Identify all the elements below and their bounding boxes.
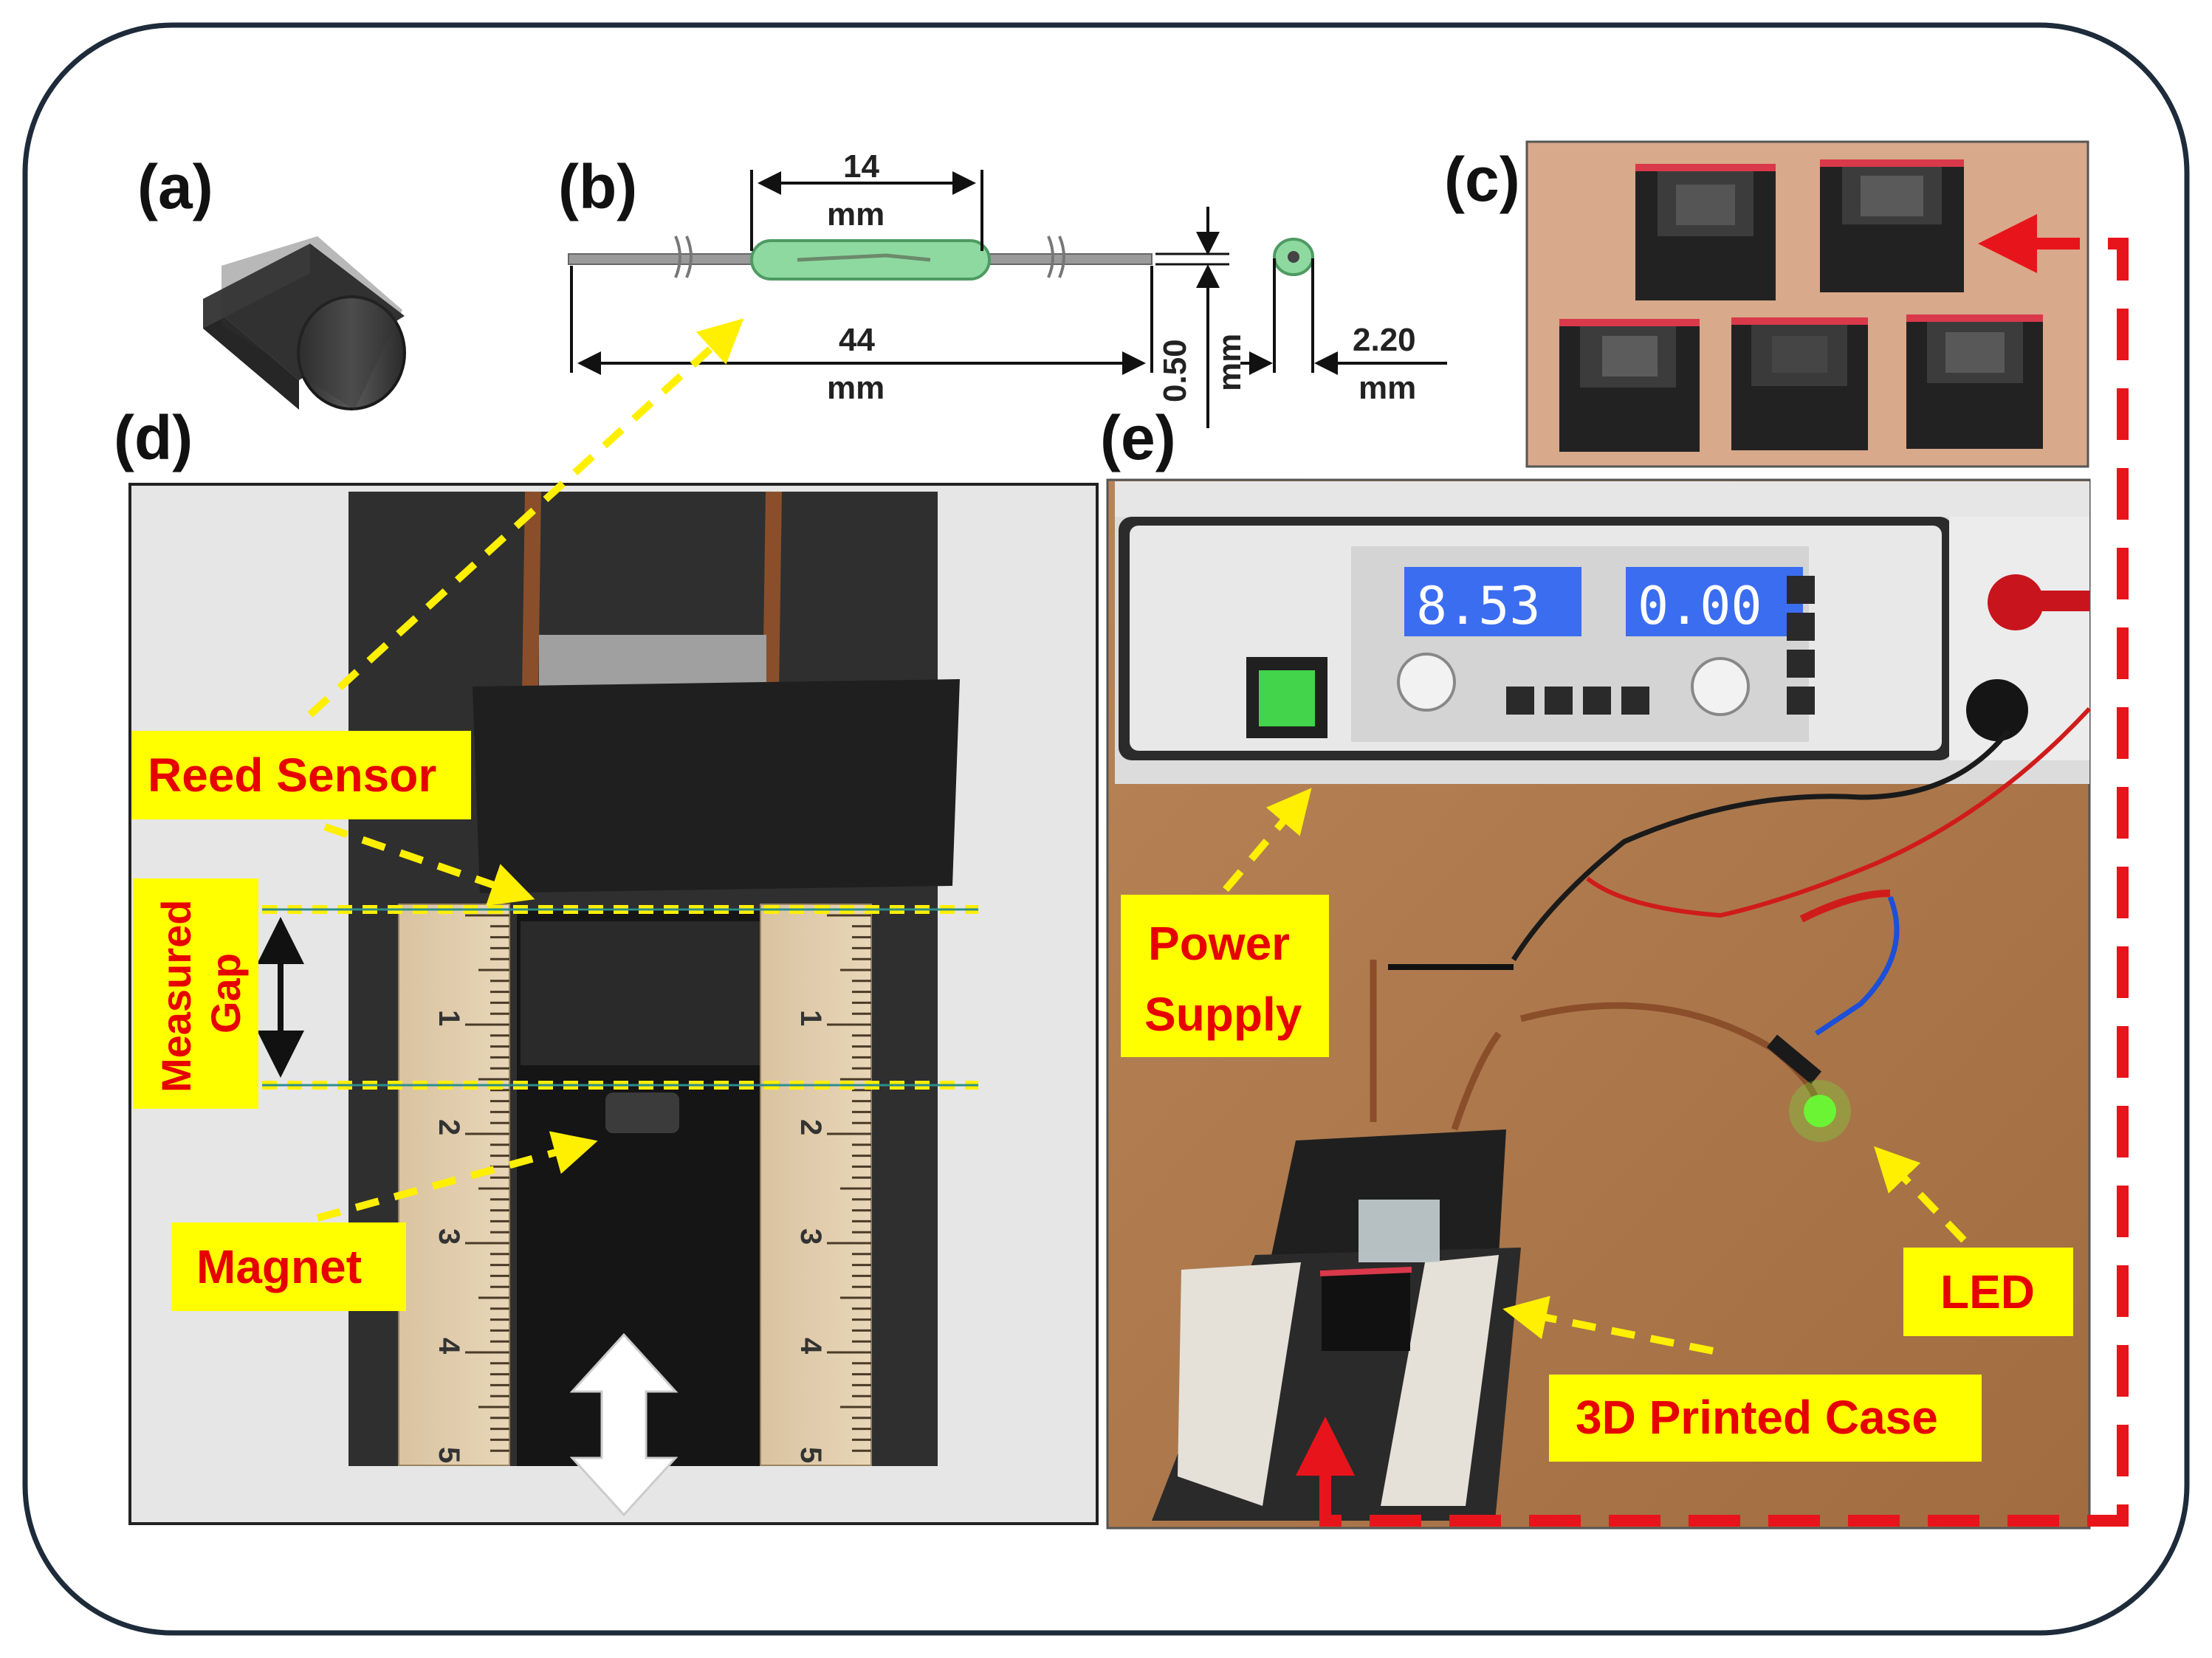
power-supply-label-2: Supply bbox=[1144, 988, 1302, 1041]
ruler-right-number: 5 bbox=[794, 1447, 827, 1463]
case-box bbox=[1549, 1375, 1982, 1462]
reed-sensor-arrow-up bbox=[307, 318, 744, 718]
fixture-photo bbox=[128, 483, 1099, 1525]
ruler-right-number: 2 bbox=[794, 1119, 827, 1135]
case-arrow bbox=[1502, 1296, 1714, 1355]
power-supply-box bbox=[1121, 895, 1329, 1057]
ruler-left-number: 5 bbox=[433, 1447, 465, 1463]
magnet-label: Magnet bbox=[196, 1240, 362, 1293]
ruler-left-number: 1 bbox=[433, 1010, 465, 1026]
total-length-unit: mm bbox=[827, 370, 885, 406]
ruler-left-ticks bbox=[465, 914, 509, 1452]
led-glow bbox=[1804, 1095, 1836, 1127]
magnet-box bbox=[171, 1222, 406, 1311]
reed-sensor-arrow-down bbox=[323, 823, 535, 907]
panel-label-d: (d) bbox=[114, 403, 193, 472]
panel-label-e: (e) bbox=[1100, 403, 1176, 472]
case-label: 3D Printed Case bbox=[1576, 1391, 1938, 1444]
panel-label-b: (b) bbox=[558, 152, 637, 221]
ruler-right-number: 1 bbox=[794, 1010, 827, 1026]
magnet-cylinder-icon bbox=[203, 236, 406, 410]
reed-switch-drawing bbox=[568, 170, 1447, 428]
led-box bbox=[1903, 1248, 2073, 1336]
ruler-left-number: 3 bbox=[433, 1228, 465, 1245]
magnet-arrow bbox=[316, 1131, 598, 1222]
glass-length-value: 14 bbox=[843, 148, 879, 185]
panel-label-c: (c) bbox=[1444, 145, 1520, 214]
measured-gap-box bbox=[133, 878, 258, 1109]
glass-diameter-value: 2.20 bbox=[1353, 322, 1416, 358]
current-display: 0.00 bbox=[1638, 576, 1762, 636]
reed-sensor-box bbox=[131, 731, 471, 819]
glass-length-unit: mm bbox=[827, 196, 885, 233]
movement-arrow-icon bbox=[569, 1332, 679, 1517]
wire-diameter-value: 0.50 bbox=[1157, 339, 1193, 402]
voltage-display: 8.53 bbox=[1416, 576, 1541, 636]
ruler-right-number: 3 bbox=[794, 1228, 827, 1245]
red-connector-line bbox=[1319, 214, 2129, 1527]
measured-gap-label-1: Measured bbox=[153, 900, 199, 1093]
glass-diameter-unit: mm bbox=[1359, 370, 1416, 406]
led-label: LED bbox=[1940, 1265, 2035, 1318]
power-supply-arrow bbox=[1223, 788, 1312, 892]
power-supply-label-1: Power bbox=[1148, 917, 1290, 970]
reed-sensor-label: Reed Sensor bbox=[148, 749, 436, 802]
led-arrow bbox=[1874, 1146, 1967, 1243]
ruler-right-ticks bbox=[827, 914, 871, 1452]
ruler-left-number: 4 bbox=[433, 1338, 465, 1355]
ruler-left-number: 2 bbox=[433, 1119, 465, 1135]
cases-photo bbox=[1525, 140, 2089, 468]
wire-diameter-unit: mm bbox=[1212, 334, 1248, 391]
ruler-right-number: 4 bbox=[794, 1338, 827, 1355]
setup-photo bbox=[1106, 478, 2092, 1530]
panel-label-a: (a) bbox=[137, 152, 213, 221]
measured-gap-label-2: Gap bbox=[202, 953, 249, 1033]
total-length-value: 44 bbox=[839, 322, 875, 358]
